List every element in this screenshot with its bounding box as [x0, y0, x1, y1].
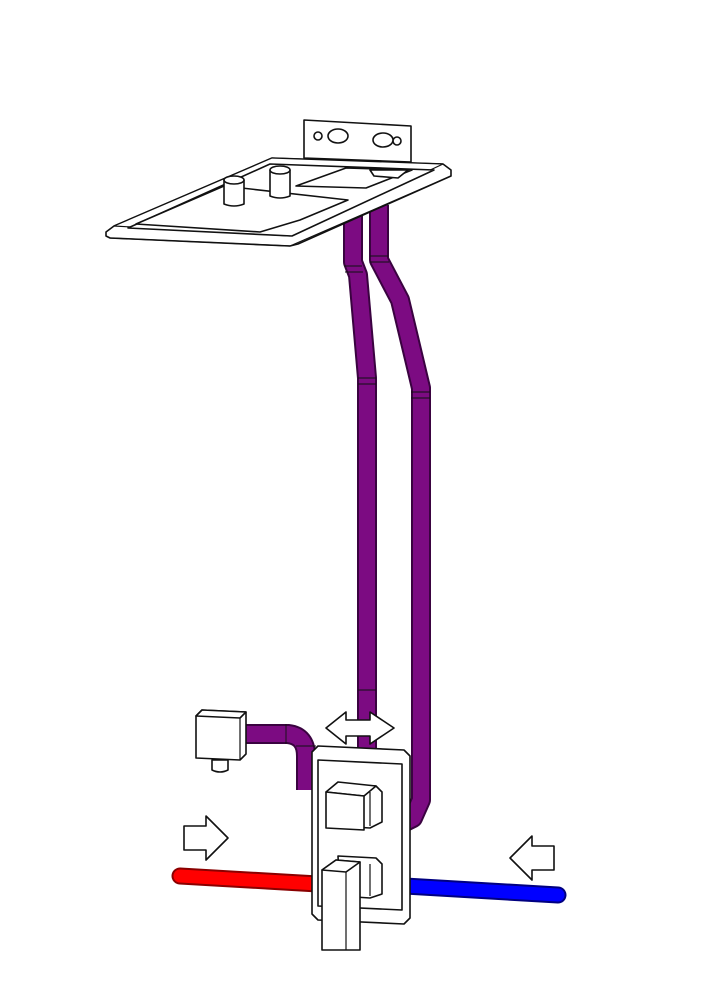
- outlet-pipe-to-head: [343, 205, 377, 790]
- handset-feed-pipe: [244, 724, 316, 790]
- rain-shower-head: [105, 157, 452, 247]
- hot-supply-pipe: [171, 867, 327, 893]
- outlet-pipe-to-handset: [369, 205, 431, 831]
- cold-supply-pipe: [396, 877, 567, 904]
- wall-mounting-bracket: [303, 119, 412, 163]
- hot-inflow-arrow: [183, 815, 229, 861]
- cold-inflow-arrow: [509, 835, 555, 881]
- diverter-knob[interactable]: [325, 781, 383, 831]
- head-inlet-stub-right: [269, 165, 291, 199]
- diverter-toggle-arrow: [325, 711, 395, 745]
- handset-wall-outlet: [195, 709, 247, 773]
- head-inlet-stub-left: [223, 175, 245, 207]
- mixer-lever-handle[interactable]: [321, 855, 383, 951]
